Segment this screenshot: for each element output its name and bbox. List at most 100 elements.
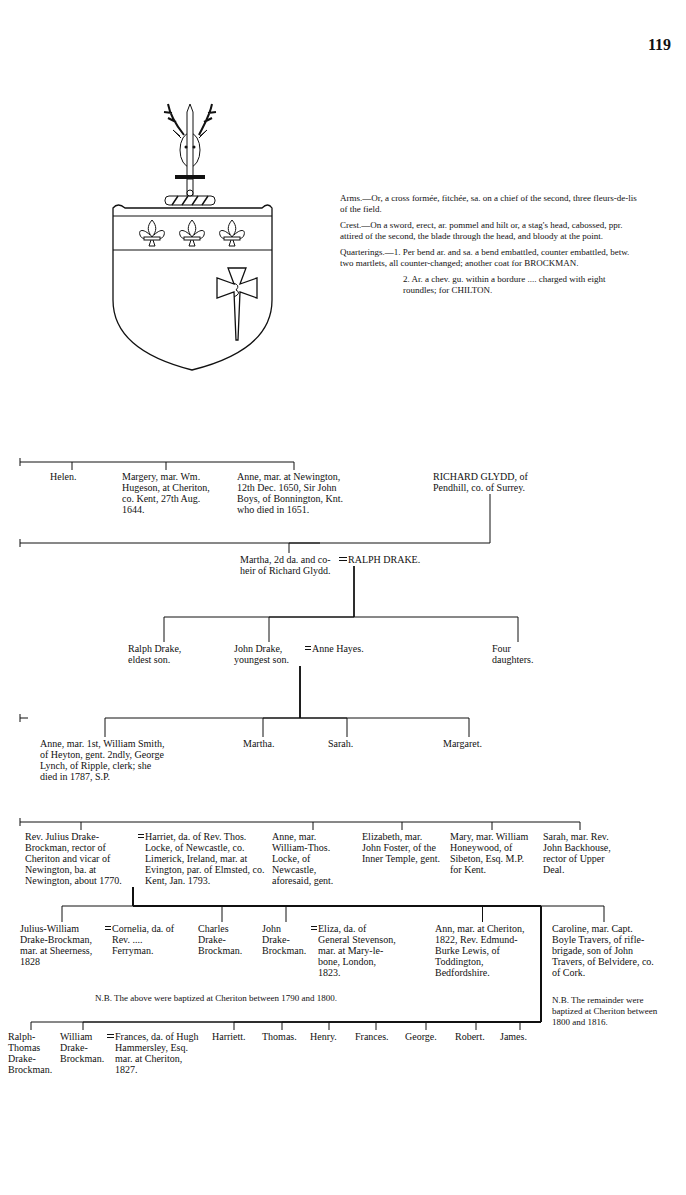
descent-line (105, 666, 300, 737)
pedigree-line (20, 458, 580, 830)
connector-stroke (133, 887, 483, 922)
marriage-line (305, 647, 311, 650)
entry-text: Caroline, mar. Capt. Boyle Travers, of r… (552, 923, 656, 978)
connector-stroke (31, 887, 541, 1030)
descent-line (133, 887, 604, 922)
connector-stroke (311, 929, 317, 930)
entry-text: Helen. (50, 471, 92, 482)
connector-stroke (269, 566, 354, 642)
entry-text: RALPH DRAKE. (348, 554, 428, 565)
crest (164, 104, 216, 205)
connector-stroke (107, 1037, 114, 1038)
descent-line (133, 887, 483, 922)
descent-line (133, 887, 541, 1030)
entry-text: Ralph-Thomas Drake-Brockman. (8, 1031, 54, 1075)
person-entry: Frances, da. of Hugh Hammersley, Esq. ma… (115, 1030, 205, 1076)
entry-text: Four daughters. (492, 643, 544, 665)
person-entry: Anne, mar. William-Thos. Locke, of Newca… (272, 830, 354, 887)
descent-line (62, 887, 133, 922)
shield (113, 205, 272, 370)
person-entry: RALPH DRAKE. (348, 553, 428, 566)
note-text: N.B. The above were baptized at Cheriton… (95, 993, 515, 1004)
entry-text: Anne, mar. William-Thos. Locke, of Newca… (272, 831, 354, 886)
descent-line (83, 887, 541, 1030)
entry-text: Mary, mar. William Honeywood, of Sibeton… (450, 831, 535, 875)
blazon-text: Quarterings.—1. Per bend ar. and sa. a b… (340, 247, 640, 269)
page-number: 119 (648, 36, 682, 54)
entry-text: William Drake-Brockman. (60, 1031, 106, 1064)
connector-stroke (164, 566, 354, 642)
descent-line (133, 887, 541, 1030)
connector-stroke (305, 649, 311, 650)
entry-text: Martha, 2d da. and co-heir of Richard Gl… (240, 554, 338, 576)
person-entry: William Drake-Brockman. (60, 1030, 106, 1065)
person-entry: Thomas. (262, 1030, 302, 1043)
person-entry: George. (405, 1030, 447, 1043)
descent-line (269, 566, 354, 642)
descent-line (133, 887, 541, 1030)
connector-stroke (133, 887, 541, 1030)
entry-text: Frances. (355, 1031, 397, 1042)
descent-line (300, 666, 469, 737)
marriage-line (107, 1035, 114, 1038)
entry-text: Harriet, da. of Rev. Thos. Locke, of New… (145, 831, 267, 886)
person-entry: Cornelia, da. of Rev. .... Ferryman. (112, 922, 182, 957)
note-text: N.B. The remainder were baptized at Cher… (552, 995, 664, 1028)
entry-text: Henry. (310, 1031, 348, 1042)
connector-stroke (133, 887, 541, 1030)
connector-stroke (339, 560, 347, 561)
marriage-line (311, 927, 317, 930)
entry-text: Cornelia, da. of Rev. .... Ferryman. (112, 923, 182, 956)
person-entry: Julius-William Drake-Brockman, mar. at S… (20, 922, 104, 968)
person-entry: Frances. (355, 1030, 397, 1043)
entry-text: Thomas. (262, 1031, 302, 1042)
person-entry: Margaret. (443, 737, 495, 750)
person-entry: Anne, mar. 1st, William Smith, of Heyton… (40, 737, 170, 783)
entry-text: Elizabeth, mar. John Foster, of the Inne… (362, 831, 442, 864)
descent-line (354, 566, 518, 642)
connector-stroke (305, 646, 311, 647)
connector-stroke (138, 837, 144, 838)
connector-stroke (133, 887, 541, 1030)
connector-stroke (133, 887, 541, 1030)
person-entry: Ralph-Thomas Drake-Brockman. (8, 1030, 54, 1076)
person-entry: Four daughters. (492, 642, 544, 666)
entry-text: Sarah, mar. Rev. John Backhouse, rector … (543, 831, 621, 875)
marriage-line (339, 558, 347, 561)
person-entry: Helen. (50, 470, 92, 483)
connector-stroke (107, 1034, 114, 1035)
connector-stroke (133, 887, 541, 1030)
connector-stroke (133, 887, 541, 1030)
entry-text: Frances, da. of Hugh Hammersley, Esq. ma… (115, 1031, 205, 1075)
person-entry: Rev. Julius Drake-Brockman, rector of Ch… (25, 830, 137, 887)
entry-text: John Drake, youngest son. (234, 643, 304, 665)
connector-stroke (354, 566, 518, 642)
entry-text: Margaret. (443, 738, 495, 749)
entry-text: Harriett. (212, 1031, 256, 1042)
entry-text: RICHARD GLYDD, of Pendhill, co. of Surre… (433, 471, 543, 493)
entry-text: Ann, mar. at Cheriton, 1822, Rev. Edmund… (435, 923, 530, 978)
entry-text: George. (405, 1031, 447, 1042)
entry-text: Anne, mar. 1st, William Smith, of Heyton… (40, 738, 170, 782)
connector-stroke (133, 887, 541, 1030)
entry-text: Charles Drake-Brockman. (198, 923, 246, 956)
connector-stroke (133, 887, 604, 922)
person-entry: Eliza, da. of General Stevenson, mar. at… (318, 922, 396, 979)
entry-text: Sarah. (328, 738, 366, 749)
connector-stroke (105, 929, 111, 930)
descent-line (133, 887, 286, 922)
person-entry: John Drake, youngest son. (234, 642, 304, 666)
descent-line (300, 666, 347, 737)
person-entry: Harriet, da. of Rev. Thos. Locke, of New… (145, 830, 267, 887)
connector-stroke (339, 557, 347, 558)
connector-stroke (105, 666, 300, 737)
entry-text: Robert. (455, 1031, 497, 1042)
entry-text: Eliza, da. of General Stevenson, mar. at… (318, 923, 396, 978)
person-entry: Anne, mar. at Newington, 12th Dec. 1650,… (237, 470, 352, 516)
person-entry: Ann, mar. at Cheriton, 1822, Rev. Edmund… (435, 922, 530, 979)
connector-stroke (83, 887, 541, 1030)
descent-line (263, 666, 300, 737)
entry-text: Julius-William Drake-Brockman, mar. at S… (20, 923, 104, 967)
descent-line (133, 887, 541, 1030)
entry-text: John Drake-Brockman. (262, 923, 310, 956)
